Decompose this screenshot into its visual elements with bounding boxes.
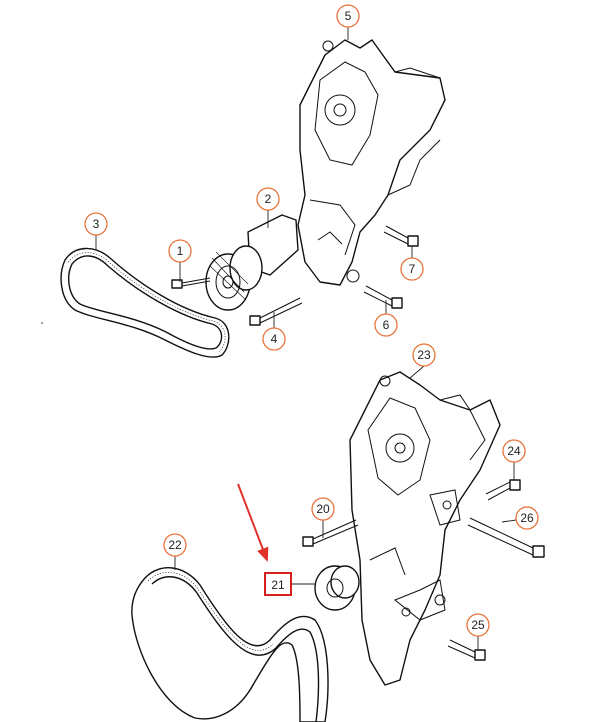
- bolt-24: [485, 479, 521, 501]
- callout-26: 26: [515, 506, 539, 530]
- bolt-6: [363, 285, 403, 309]
- callout-3: 3: [84, 212, 108, 236]
- highlighted-callout-21: 21: [264, 572, 292, 596]
- callout-23: 23: [412, 343, 436, 367]
- callout-4-label: 4: [271, 332, 278, 346]
- upper-bracket: [297, 39, 446, 286]
- callout-21-label: 21: [271, 578, 285, 592]
- bolt-7: [383, 225, 419, 247]
- callout-4: 4: [262, 327, 286, 351]
- callout-24: 24: [502, 439, 526, 463]
- callout-2-label: 2: [265, 192, 272, 206]
- callout-25-label: 25: [471, 618, 485, 632]
- callout-20-label: 20: [316, 502, 330, 516]
- idler-pulley: [314, 565, 360, 611]
- callout-3-label: 3: [93, 217, 100, 231]
- bolt-1: [171, 277, 211, 289]
- callout-22: 22: [163, 533, 187, 557]
- callout-2: 2: [256, 187, 280, 211]
- callout-1-label: 1: [177, 244, 184, 258]
- bolt-20: [302, 519, 359, 547]
- stray-dot: [41, 322, 43, 324]
- callout-7: 7: [400, 257, 424, 281]
- callout-26-label: 26: [520, 511, 534, 525]
- bolt-26: [467, 517, 545, 558]
- callout-6: 6: [374, 313, 398, 337]
- callout-7-label: 7: [409, 262, 416, 276]
- highlight-arrow: [237, 483, 269, 562]
- callout-1: 1: [168, 239, 192, 263]
- tensioner: [205, 214, 299, 311]
- belt-3: [60, 247, 230, 358]
- callout-5: 5: [336, 4, 360, 28]
- callout-20: 20: [311, 497, 335, 521]
- bolt-4: [249, 297, 303, 326]
- bolt-25: [447, 639, 486, 661]
- callout-22-label: 22: [168, 538, 182, 552]
- callout-25: 25: [466, 613, 490, 637]
- callout-23-label: 23: [417, 348, 431, 362]
- belt-22: [131, 567, 329, 722]
- callout-24-label: 24: [507, 444, 521, 458]
- lower-bracket: [349, 371, 501, 686]
- callout-5-label: 5: [345, 9, 352, 23]
- callout-6-label: 6: [383, 318, 390, 332]
